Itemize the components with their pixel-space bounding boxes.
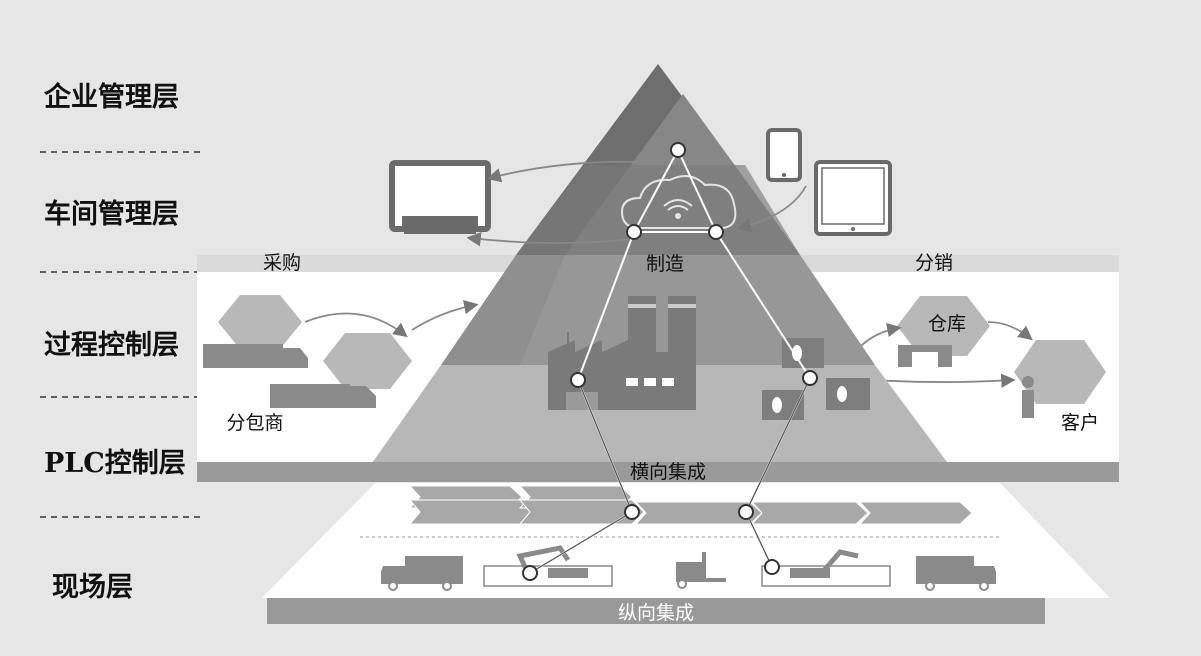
computer-monitor-icon	[389, 160, 491, 234]
flow-arrow	[736, 185, 807, 233]
tablet-icon	[814, 160, 892, 236]
flow-arrow	[486, 160, 641, 183]
flow-arrow	[466, 232, 641, 247]
truck-icon	[916, 556, 996, 591]
horizontal-integration-label: 横向集成	[630, 461, 706, 483]
forklift-icon	[676, 552, 726, 589]
layer-labels: 企业管理层 车间管理层 过程控制层 PLC控制层 现场层	[40, 81, 200, 603]
vertical-integration-label: 纵向集成	[618, 602, 694, 624]
customer-label: 客户	[1061, 412, 1099, 434]
factory-icon	[548, 296, 696, 410]
truck-icon	[381, 556, 463, 591]
box-icon	[826, 378, 870, 410]
truck-icon	[270, 384, 376, 408]
layer-label-field: 现场层	[52, 572, 133, 603]
distribution-label: 分销	[915, 252, 953, 274]
box-icon	[782, 338, 824, 368]
flow-arrow	[304, 312, 408, 338]
integration-network	[529, 377, 811, 574]
robot-arm-icon	[761, 549, 891, 587]
subcontractor-label: 分包商	[226, 412, 283, 434]
layer-label-plc: PLC控制层	[44, 448, 186, 479]
hexagon-shape	[323, 333, 412, 389]
smartphone-icon	[766, 128, 802, 182]
pyramid-inner-facet	[520, 255, 875, 365]
cloud-wifi-icon	[620, 175, 737, 229]
hexagon-shape	[218, 295, 302, 349]
process-chevrons	[408, 485, 973, 525]
hexagon-shape	[897, 296, 990, 356]
box-icon	[898, 345, 952, 367]
flow-arrow	[411, 300, 479, 331]
truck-icon	[203, 344, 308, 368]
workshop-band	[516, 165, 800, 255]
network-node	[522, 142, 818, 581]
flow-arrow	[987, 321, 1033, 341]
horizontal-integration-band	[197, 462, 1119, 482]
person-icon	[1022, 376, 1034, 418]
antenna-icon	[567, 332, 569, 344]
layer-label-process-control: 过程控制层	[44, 330, 179, 361]
pyramid	[370, 64, 950, 466]
vertical-integration-band	[267, 598, 1045, 624]
hexagon-shape	[1014, 340, 1106, 404]
layer-label-workshop: 车间管理层	[44, 198, 179, 230]
layer-label-enterprise: 企业管理层	[44, 81, 179, 113]
manufacturing-label: 制造	[646, 253, 684, 275]
procurement-label: 采购	[263, 252, 301, 274]
warehouse-label: 仓库	[928, 313, 966, 335]
